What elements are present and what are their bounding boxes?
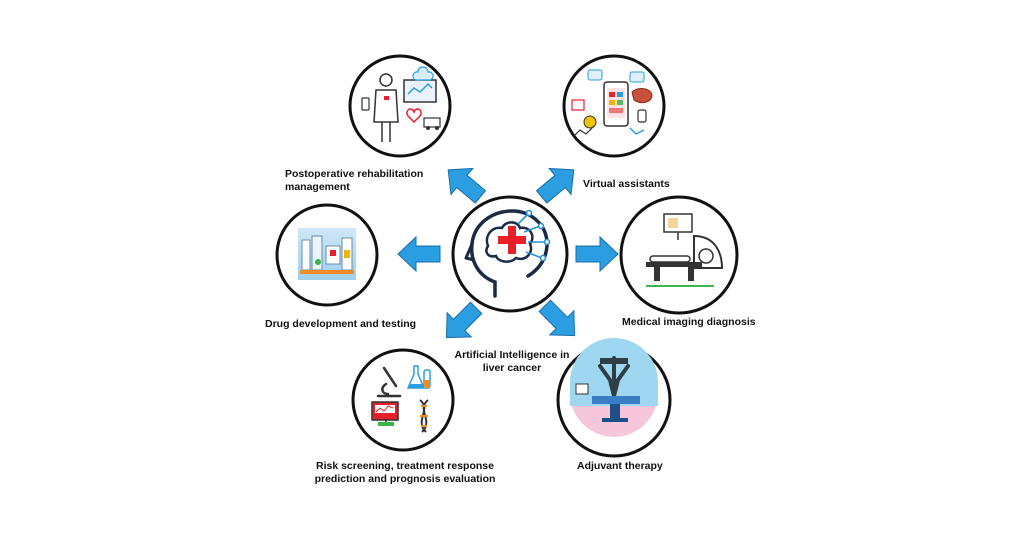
node-postop	[348, 54, 452, 158]
medical-cross-icon	[498, 226, 526, 254]
head-profile-icon	[464, 209, 551, 298]
label-medical-imaging-diagnosis: Medical imaging diagnosis	[622, 316, 756, 328]
dna-icon	[419, 399, 429, 433]
lab-research-illustration-icon	[371, 365, 431, 433]
node-imaging	[619, 195, 739, 315]
rehabilitation-illustration-icon	[361, 66, 441, 142]
node-adjuvant	[556, 338, 672, 458]
arrow-to-adjuvant	[538, 299, 576, 337]
surgical-robot-illustration-icon	[570, 338, 658, 437]
arrow-to-virtual	[535, 167, 575, 204]
center-label: Artificial Intelligence in liver cancer	[454, 349, 570, 374]
flask-icon	[406, 365, 431, 389]
label-risk-screening: Risk screening, treatment response predi…	[314, 460, 496, 485]
mri-scanner-illustration-icon	[646, 213, 724, 287]
node-virtual	[562, 54, 666, 158]
label-drug-development: Drug development and testing	[265, 318, 417, 330]
microscope-icon	[376, 366, 402, 398]
drug-lab-illustration-icon	[298, 228, 356, 280]
label-postoperative-rehabilitation: Postoperative rehabilitation management	[285, 168, 424, 193]
center-node	[451, 195, 569, 313]
node-drug	[275, 203, 379, 307]
label-virtual-assistants: Virtual assistants	[583, 178, 670, 190]
computer-chart-icon	[371, 401, 399, 426]
virtual-assistant-illustration-icon	[571, 69, 653, 137]
arrow-to-imaging	[575, 235, 619, 273]
arrow-to-postop	[447, 167, 487, 204]
arrow-to-drug	[397, 235, 441, 273]
label-adjuvant-therapy: Adjuvant therapy	[577, 460, 663, 472]
arrows	[397, 167, 619, 339]
node-risk	[351, 348, 455, 452]
arrow-to-risk	[445, 301, 483, 339]
